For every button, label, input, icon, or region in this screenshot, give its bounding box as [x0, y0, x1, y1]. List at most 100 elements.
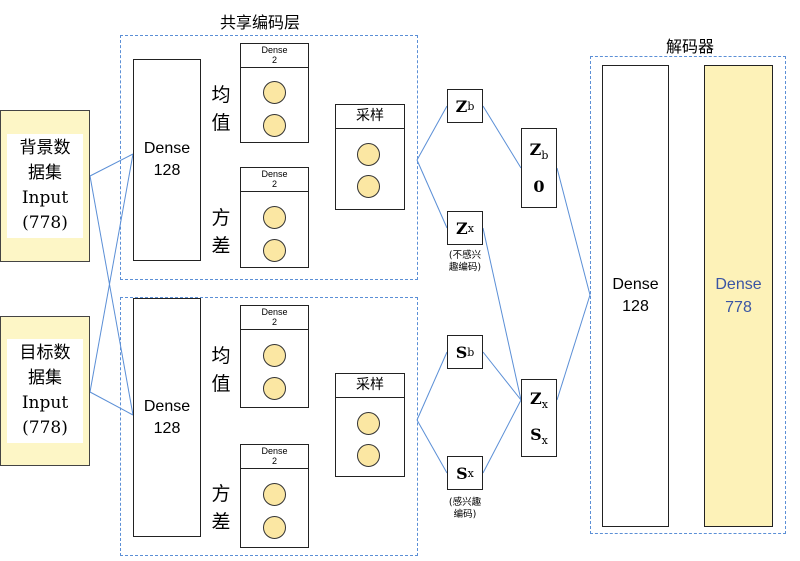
wire-sample-to-sx — [416, 419, 448, 474]
wire-bg-to-top-dense — [89, 153, 134, 177]
wire-tg-to-top-dense — [89, 153, 134, 393]
input-label-line2: 据集 — [28, 368, 62, 388]
sampling-label: 采样 — [336, 105, 404, 129]
mean-label: 均 值 — [209, 342, 233, 398]
mean-label-bottom: 值 — [211, 373, 231, 395]
var-sub: b — [467, 345, 475, 359]
dense-name: Dense — [261, 169, 288, 179]
wire-sx-to-comb2 — [482, 399, 522, 474]
zx-note: (不感兴 趣编码) — [440, 250, 490, 274]
variance-label: 方 差 — [209, 480, 233, 536]
dense-name: Dense — [261, 307, 288, 317]
wire-comb1-to-decoder — [556, 167, 591, 296]
input-target-dataset: 目标数 据集 Input (778) — [0, 316, 90, 466]
input-label-line4: (778) — [22, 418, 68, 438]
shared-encoder-title: 共享编码层 — [219, 13, 300, 32]
var-base: Z — [530, 388, 542, 408]
dense-name: Dense — [261, 446, 288, 456]
neuron-node — [263, 206, 286, 229]
variance-label-bottom: 差 — [211, 235, 231, 257]
var-base: S — [455, 342, 468, 362]
variance-label-bottom: 差 — [211, 511, 231, 533]
dense-name: Dense — [143, 140, 191, 157]
var-sub: b — [467, 99, 475, 113]
note-line: (感兴趣 — [448, 497, 482, 508]
input-label-line2: 据集 — [28, 163, 62, 183]
sx-note: (感兴趣 编码) — [440, 497, 490, 521]
decoder-dense-778-output: Dense 778 — [704, 65, 773, 527]
dense-units: 2 — [271, 456, 277, 466]
dense-name: Dense — [715, 276, 762, 293]
dense-units: 778 — [725, 299, 752, 316]
note-line: 趣编码) — [448, 262, 482, 273]
sampling-box: 采样 — [335, 104, 405, 210]
input-label-line3: Input — [21, 393, 69, 413]
combined-top: Zx — [530, 389, 548, 411]
var-sub: x — [467, 466, 474, 480]
wire-sb-to-comb2 — [482, 351, 522, 401]
neuron-node — [263, 516, 286, 539]
input-background-dataset: 背景数 据集 Input (778) — [0, 110, 90, 262]
mean-label: 均 值 — [209, 81, 233, 137]
sampling-box: 采样 — [335, 373, 405, 477]
var-base: S — [456, 463, 468, 483]
var-base: Z — [455, 96, 468, 116]
mean-label-bottom: 值 — [211, 112, 231, 134]
combined-top: Zb — [530, 140, 549, 162]
input-label-line4: (778) — [22, 213, 68, 233]
wire-sample-to-zx — [416, 159, 448, 229]
dense-name: Dense — [143, 397, 191, 415]
mean-label-top: 均 — [211, 84, 231, 106]
wire-bg-to-bottom-dense — [89, 175, 134, 416]
var-sub: x — [467, 221, 474, 235]
var-base: Z — [529, 140, 542, 160]
neuron-node — [357, 444, 380, 467]
dense-name: Dense — [612, 276, 659, 293]
neuron-node — [263, 344, 286, 367]
mean-label-top: 均 — [211, 345, 231, 367]
input-label-line3: Input — [21, 188, 69, 208]
combined-zx-sx-box: Zx Sx — [521, 379, 557, 457]
decoder-title: 解码器 — [665, 37, 714, 56]
neuron-node — [263, 81, 286, 104]
neuron-node — [263, 377, 286, 400]
input-label-line1: 背景数 — [19, 138, 71, 158]
note-line: (不感兴 — [448, 250, 482, 261]
var-sub: b — [541, 149, 549, 163]
wire-zb-to-comb1 — [482, 105, 522, 169]
wire-sample-to-zb — [416, 105, 448, 161]
neuron-node — [357, 175, 380, 198]
neuron-node — [263, 114, 286, 137]
var-base: S — [530, 425, 542, 444]
encoder-dense-128: Dense 128 — [133, 298, 201, 537]
neuron-node — [357, 143, 380, 166]
wire-tg-to-bottom-dense — [89, 391, 134, 416]
dense-name: Dense — [261, 45, 288, 55]
combined-bottom: Sx — [530, 425, 548, 447]
sampling-label: 采样 — [336, 374, 404, 398]
dense-units: 128 — [153, 419, 181, 437]
wire-comb2-to-decoder — [556, 294, 591, 401]
dense-units: 2 — [271, 179, 277, 189]
note-line: 编码) — [453, 509, 477, 520]
neuron-node — [357, 412, 380, 435]
var-sub: x — [541, 434, 548, 448]
wire-zx-to-comb2 — [482, 227, 522, 401]
dense-units: 2 — [271, 55, 277, 65]
variance-label-top: 方 — [211, 483, 231, 505]
combined-zb-zero-box: Zb 0 — [521, 128, 557, 208]
var-sub: x — [541, 398, 548, 411]
